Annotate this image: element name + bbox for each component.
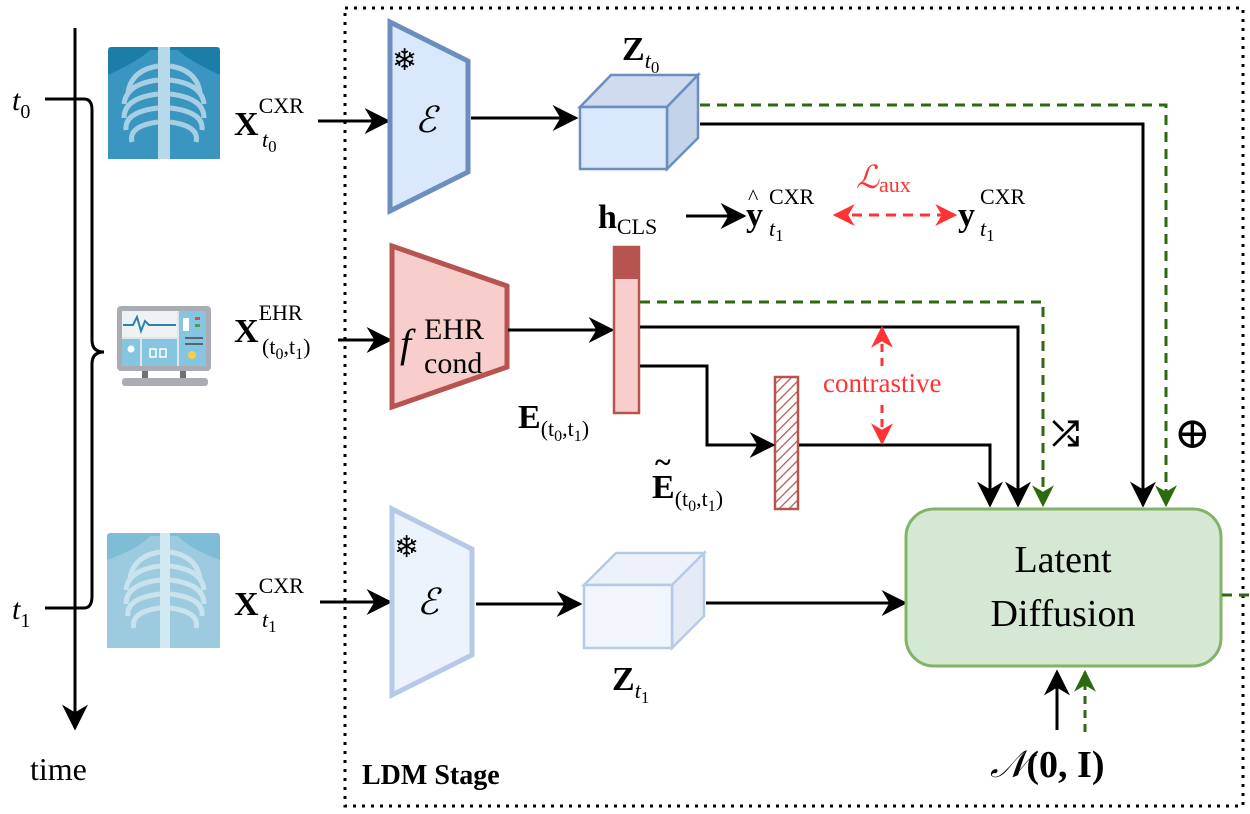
timeline: t0 t1 time [12, 28, 105, 787]
frozen-icon-top: ❄ [392, 44, 417, 77]
encoder-bottom: ❄ ℰ [389, 504, 475, 700]
aux-loss-label: ℒaux [856, 159, 911, 197]
embedding-E-tilde-accent: ~ [655, 446, 671, 479]
xray-icon-t1 [107, 533, 220, 648]
xray-icon-t0 [108, 47, 220, 159]
noise-label: 𝒩(0, I) [990, 744, 1105, 786]
latent-cube-zt0 [577, 71, 701, 173]
zt0-label: Zt0 [622, 31, 659, 77]
concat-oplus-icon: ⊕ [1174, 409, 1211, 458]
ehr-monitor-icon [117, 306, 211, 386]
latent-cube-zt1 [580, 549, 708, 652]
path-zt0-to-diffusion-green [700, 103, 1177, 508]
ldm-stage-frame [343, 6, 1245, 808]
h-cls-label: hCLS [598, 199, 657, 239]
embedding-E-bar [612, 245, 641, 415]
encoder-top-symbol: ℰ [415, 100, 440, 140]
embedding-E-label: E(t0,t1) [518, 399, 589, 445]
path-E-tilde-to-diffusion [799, 443, 1003, 508]
path-E-to-diffusion-green [640, 300, 1054, 508]
zt1-label: Zt1 [612, 661, 649, 707]
path-zt0-to-diffusion [700, 122, 1156, 508]
encoder-top: ❄ ℰ [387, 17, 471, 216]
time-brace [75, 97, 105, 610]
frozen-icon-bottom: ❄ [394, 531, 419, 564]
encoder-bottom-symbol: ℰ [417, 582, 442, 622]
path-E-to-diffusion [640, 325, 1031, 508]
latent-diffusion-block: Latent Diffusion [904, 507, 1223, 668]
time-axis-label: time [30, 751, 87, 787]
x-ehr-label: XEHR(t0,t1) [234, 300, 310, 363]
t0-label: t0 [12, 84, 30, 123]
latent-diffusion-label-line1: Latent [1014, 539, 1112, 581]
latent-diffusion-label-line2: Diffusion [991, 593, 1136, 635]
ldm-stage-label: LDM Stage [362, 760, 500, 791]
path-E-to-E-tilde [640, 364, 776, 458]
y-hat-accent: ^ [748, 184, 759, 209]
embedding-E-tilde-bar [773, 375, 800, 511]
t1-label: t1 [12, 593, 30, 632]
contrastive-label: contrastive [823, 368, 941, 398]
shuffle-icon: ⤮ [1052, 415, 1079, 453]
embedding-E-tilde-label: E(t0,t1) [652, 469, 723, 515]
